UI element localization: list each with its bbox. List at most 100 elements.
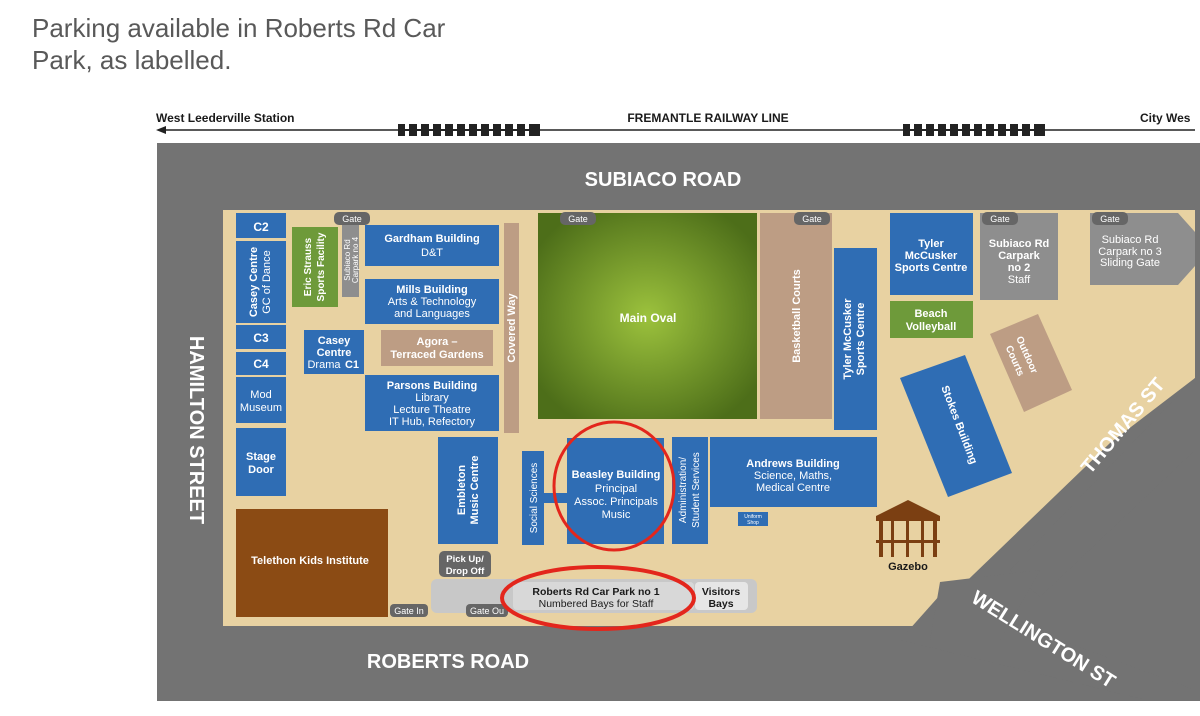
svg-text:Door: Door [248,464,274,476]
svg-text:Centre: Centre [317,347,352,359]
beasley-building[interactable]: Beasley Building Principal Assoc. Princi… [544,438,664,544]
embleton-music-centre[interactable]: Embleton Music Centre [438,437,498,544]
svg-text:Music: Music [602,509,631,521]
agora-terraced-gardens[interactable]: Agora – Terraced Gardens [381,330,493,366]
svg-text:Tyler: Tyler [918,238,944,250]
svg-text:Subiaco Rd: Subiaco Rd [1102,234,1159,246]
svg-text:Uniform: Uniform [744,514,762,520]
svg-text:Principal: Principal [595,483,637,495]
svg-text:Medical Centre: Medical Centre [756,482,830,494]
svg-text:Telethon Kids Institute: Telethon Kids Institute [251,555,369,567]
beach-volleyball[interactable]: Beach Volleyball [890,301,973,338]
svg-text:Gate In: Gate In [394,606,424,616]
svg-text:Museum: Museum [240,402,282,414]
svg-text:Numbered Bays for Staff: Numbered Bays for Staff [539,598,654,610]
main-oval[interactable]: Main Oval [538,213,757,419]
gate-main-oval[interactable]: Gate [560,212,596,225]
gate-carpark-4[interactable]: Gate [334,212,370,225]
svg-text:Tyler McCusker: Tyler McCusker [842,298,854,380]
andrews-building[interactable]: Andrews Building Science, Maths, Medical… [710,437,877,507]
svg-text:Carpark: Carpark [998,250,1040,262]
building-c2[interactable]: C2 [236,213,286,238]
svg-text:Casey Centre: Casey Centre [248,247,260,317]
svg-text:Gate: Gate [342,214,362,224]
svg-text:Visitors: Visitors [702,586,740,598]
svg-text:Covered Way: Covered Way [506,292,518,362]
fremantle-railway-label: FREMANTLE RAILWAY LINE [627,111,788,125]
basketball-courts[interactable]: Basketball Courts [760,213,832,419]
railway-line: West Leederville Station FREMANTLE RAILW… [156,111,1195,136]
gate-in[interactable]: Gate In [390,604,428,617]
stokes-building[interactable]: Stokes Building [900,355,1012,497]
svg-text:Gate: Gate [568,214,588,224]
svg-text:Pick Up/: Pick Up/ [446,554,484,565]
casey-centre-drama-c1[interactable]: Casey Centre Drama C1 [304,330,364,374]
building-stage-door[interactable]: Stage Door [236,428,286,496]
highlight-circle-car-park [500,565,696,631]
svg-text:Andrews Building: Andrews Building [746,458,840,470]
building-mod-museum[interactable]: Mod Museum [236,377,286,423]
building-casey-gc-of-dance[interactable]: Casey Centre GC of Dance [236,241,286,323]
tyler-mccusker-sports-centre[interactable]: Tyler McCusker Sports Centre [890,213,973,295]
svg-text:Student Services: Student Services [691,452,702,528]
gate-basketball-courts[interactable]: Gate [794,212,830,225]
svg-text:Gate: Gate [1100,214,1120,224]
svg-text:Subiaco Rd: Subiaco Rd [989,238,1050,250]
svg-text:Gate: Gate [990,214,1010,224]
building-c4[interactable]: C4 [236,352,286,375]
svg-text:C3: C3 [253,331,269,345]
svg-text:Drop Off: Drop Off [446,566,485,577]
svg-text:Embleton: Embleton [456,465,468,515]
tyler-mccusker-sports-centre-east-wing[interactable]: Tyler McCusker Sports Centre [834,248,877,430]
svg-text:GC of Dance: GC of Dance [261,250,273,314]
gardham-building[interactable]: Gardham Building D&T [365,225,499,266]
thomas-street-road [1010,378,1195,597]
visitors-bays[interactable]: Visitors Bays [695,582,748,610]
subiaco-road-label: SUBIACO ROAD [585,169,742,191]
social-sciences[interactable]: Social Sciences [522,451,544,545]
svg-text:Music Centre: Music Centre [469,455,481,524]
svg-text:Arts & Technology: Arts & Technology [388,296,477,308]
svg-text:Parsons Building: Parsons Building [387,380,477,392]
svg-text:Library: Library [415,392,449,404]
subiaco-rd-carpark-no-4[interactable]: Subiaco Rd Carpark no 4 [342,223,360,297]
gazebo[interactable]: Gazebo [876,500,940,573]
covered-way[interactable]: Covered Way [504,223,519,433]
building-telethon-kids-institute[interactable]: Telethon Kids Institute [236,509,388,617]
svg-text:Mod: Mod [250,389,271,401]
administration-student-services[interactable]: Administration/ Student Services [672,437,708,544]
svg-text:IT Hub, Refectory: IT Hub, Refectory [389,416,475,428]
gazebo-icon [876,500,940,557]
highlight-circle-beasley [552,420,676,552]
gate-out[interactable]: Gate Ou [466,604,508,617]
gate-carpark-2[interactable]: Gate [982,212,1018,225]
subiaco-rd-carpark-no-2[interactable]: Subiaco Rd Carpark no 2 Staff [980,213,1058,300]
svg-text:C4: C4 [253,357,269,371]
outdoor-courts[interactable]: Outdoor Courts [990,314,1072,412]
building-c3[interactable]: C3 [236,325,286,349]
pick-up-drop-off[interactable]: Pick Up/ Drop Off [439,551,491,577]
svg-text:Sports Centre: Sports Centre [895,262,968,274]
svg-text:Bays: Bays [708,598,733,610]
svg-text:C2: C2 [253,220,269,234]
svg-text:Drama: Drama [307,359,341,371]
eric-strauss-sports-facility[interactable]: Eric Strauss Sports Facility [292,227,338,307]
svg-text:Agora –: Agora – [417,336,458,348]
mills-building[interactable]: Mills Building Arts & Technology and Lan… [365,279,499,324]
svg-text:Volleyball: Volleyball [906,321,957,333]
svg-text:Beach: Beach [914,308,947,320]
city-west-station-label: City Wes [1140,111,1191,125]
parsons-building[interactable]: Parsons Building Library Lecture Theatre… [365,375,499,431]
subiaco-rd-carpark-no-3[interactable]: Subiaco Rd Carpark no 3 Sliding Gate [1090,213,1195,285]
svg-text:C1: C1 [345,359,359,371]
svg-text:Carpark no 4: Carpark no 4 [351,236,360,283]
svg-text:McCusker: McCusker [905,250,958,262]
west-leederville-station-label: West Leederville Station [156,111,295,125]
roberts-rd-car-park-no-1[interactable]: Roberts Rd Car Park no 1 Numbered Bays f… [513,582,694,610]
svg-text:Beasley Building: Beasley Building [572,469,661,481]
svg-text:Casey: Casey [318,335,351,347]
svg-text:Administration/: Administration/ [678,457,689,523]
uniform-shop[interactable]: Uniform Shop [738,512,768,526]
gate-carpark-3-sliding[interactable]: Gate [1092,212,1128,225]
